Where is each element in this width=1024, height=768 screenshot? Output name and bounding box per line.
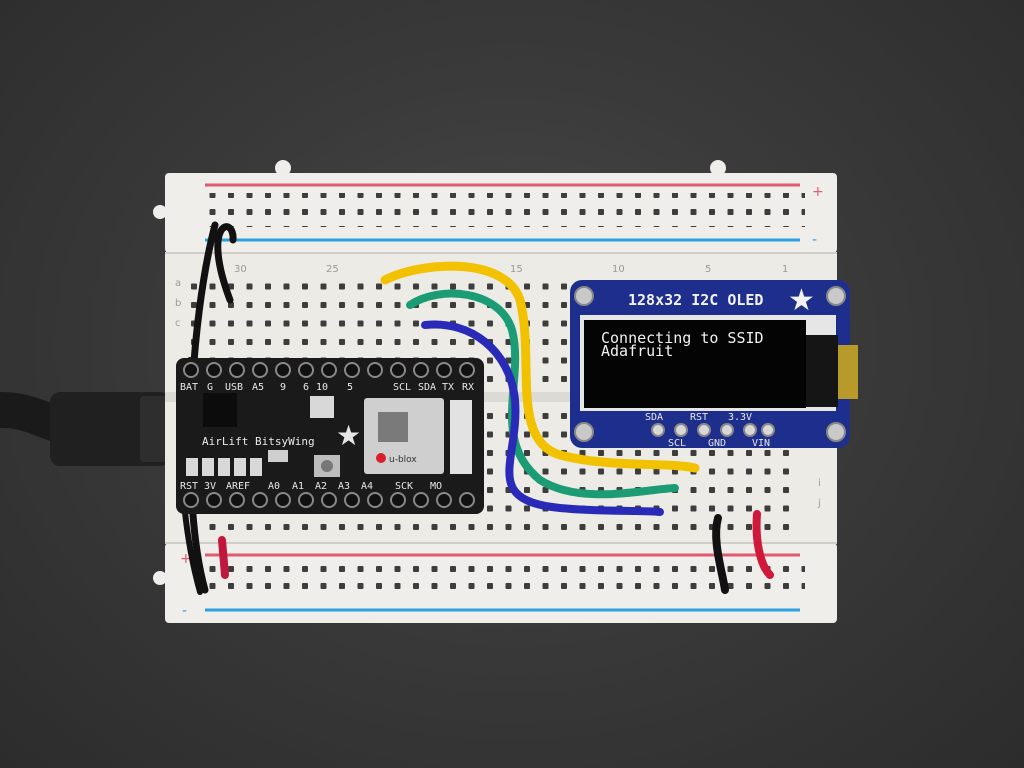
mount-hole <box>826 422 846 442</box>
mount-hole <box>574 422 594 442</box>
pin-label: RST <box>180 481 198 492</box>
oled-header-label: 128x32 I2C OLED <box>628 291 763 309</box>
rail-minus-label-bottom: - <box>182 603 187 619</box>
row-letter: j <box>817 498 821 509</box>
column-number: 5 <box>705 264 711 275</box>
pin-label: A2 <box>315 481 327 492</box>
oled-line-2: Adafruit <box>601 342 673 360</box>
wire-yellow <box>380 261 700 473</box>
pin-label: A1 <box>292 481 304 492</box>
display-screen <box>584 320 806 408</box>
wire-black-gnd <box>712 514 729 594</box>
pin-label-rst: RST <box>690 412 708 423</box>
pin-label: TX <box>442 382 454 393</box>
oled-pins <box>651 423 775 437</box>
usb-cable <box>0 392 188 466</box>
oled-line-1: Connecting to SSID <box>601 329 764 347</box>
pin-label: 3V <box>204 481 216 492</box>
top-pin-labels: BAT G USB A5 9 6 10 5 SCL SDA TX RX <box>180 382 474 393</box>
header-pins-bottom <box>183 492 475 508</box>
resistor-array <box>186 450 288 476</box>
pin-label: 9 <box>280 382 286 393</box>
row-letter: b <box>175 298 181 309</box>
pin-label: MO <box>430 481 442 492</box>
column-number: 25 <box>326 264 339 275</box>
reset-button-cap[interactable] <box>321 460 333 472</box>
row-letter: c <box>175 318 181 329</box>
row-letter: i <box>818 478 821 489</box>
adafruit-star-icon: ★ <box>788 283 815 318</box>
pin-label: RX <box>462 382 474 393</box>
pin-label-scl: SCL <box>668 438 686 449</box>
wire-red-vin <box>752 510 774 579</box>
pin-label: BAT <box>180 382 198 393</box>
pin-label-vin: VIN <box>752 438 770 449</box>
rail-plus-label-bottom: + <box>180 551 192 567</box>
wire-blue <box>421 320 664 516</box>
pin-label: SCL <box>393 382 411 393</box>
led-component <box>310 396 334 418</box>
pin-label: 5 <box>347 382 353 393</box>
mount-hole <box>826 286 846 306</box>
signal-wires <box>380 261 774 594</box>
ublox-logo-icon <box>376 453 386 463</box>
column-number: 30 <box>234 264 247 275</box>
pin-label: A3 <box>338 481 350 492</box>
pin-label: AREF <box>226 481 250 492</box>
regulator-chip <box>203 393 237 427</box>
pin-label: 10 <box>316 382 328 393</box>
column-number: 1 <box>782 264 788 275</box>
pin-label: G <box>207 382 213 393</box>
row-letters: a b c i j <box>175 278 821 509</box>
oled-pin-labels: SDA RST 3.3V SCL GND VIN <box>645 412 770 449</box>
chip-logo-text: u-blox <box>389 455 417 465</box>
rail-plus-label: + <box>812 184 824 200</box>
pin-label: 6 <box>303 382 309 393</box>
mount-hole <box>574 286 594 306</box>
row-letter: a <box>175 278 181 289</box>
airlift-bitsywing-board: BAT G USB A5 9 6 10 5 SCL SDA TX RX RST … <box>176 358 484 514</box>
board-name: AirLift BitsyWing <box>202 435 315 448</box>
flex-cable <box>838 345 858 399</box>
oled-board: 128x32 I2C OLED ★ Connecting to SSID Ada… <box>570 280 858 449</box>
column-number: 15 <box>510 264 523 275</box>
header-pins-top <box>183 362 475 378</box>
qr-code <box>378 412 408 442</box>
pin-label-v33: 3.3V <box>728 412 752 423</box>
flex-connector <box>806 335 838 407</box>
pin-label: A4 <box>361 481 373 492</box>
pin-label: USB <box>225 382 243 393</box>
pin-label-gnd: GND <box>708 438 726 449</box>
rail-minus-label: - <box>812 232 817 248</box>
bottom-pin-labels: RST 3V AREF A0 A1 A2 A3 A4 SCK MO <box>180 481 442 492</box>
pin-label: A0 <box>268 481 280 492</box>
column-number: 10 <box>612 264 625 275</box>
pin-label: SDA <box>418 382 436 393</box>
pin-label: A5 <box>252 382 264 393</box>
pin-label: SCK <box>395 481 413 492</box>
antenna <box>450 400 472 474</box>
adafruit-star-icon: ★ <box>336 419 361 452</box>
pin-label-sda: SDA <box>645 412 663 423</box>
breadboard: + - + - 30 25 20 15 10 5 1 a b c i j <box>153 160 837 623</box>
